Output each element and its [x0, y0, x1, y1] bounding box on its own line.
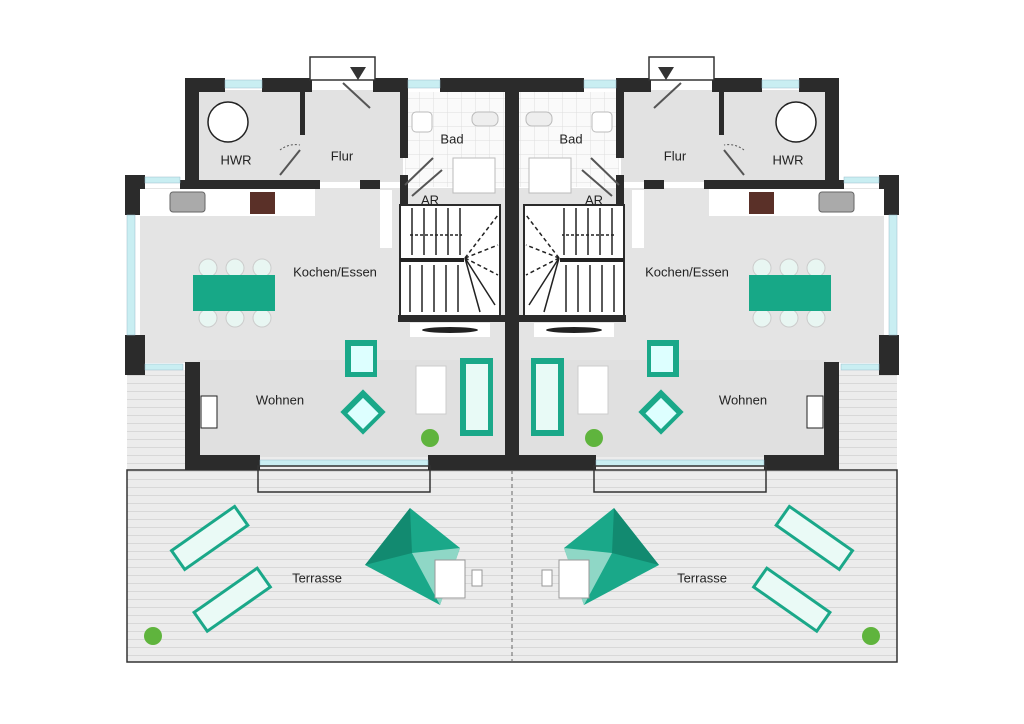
room-label-kochen: Kochen/Essen — [293, 264, 377, 280]
room-label-ar: AR — [584, 192, 604, 208]
room-label-flur: Flur — [663, 148, 687, 164]
room-label-bad: Bad — [440, 131, 464, 147]
room-label-hwr: HWR — [772, 152, 804, 168]
room-label-wohnen: Wohnen — [255, 392, 305, 408]
room-label-ar: AR — [420, 192, 440, 208]
room-label-terrasse: Terrasse — [292, 570, 342, 586]
room-label-terrasse: Terrasse — [677, 570, 727, 586]
room-label-flur: Flur — [330, 148, 354, 164]
room-label-kochen: Kochen/Essen — [645, 264, 729, 280]
room-label-wohnen: Wohnen — [718, 392, 768, 408]
room-label-bad: Bad — [559, 131, 583, 147]
room-label-hwr: HWR — [220, 152, 252, 168]
